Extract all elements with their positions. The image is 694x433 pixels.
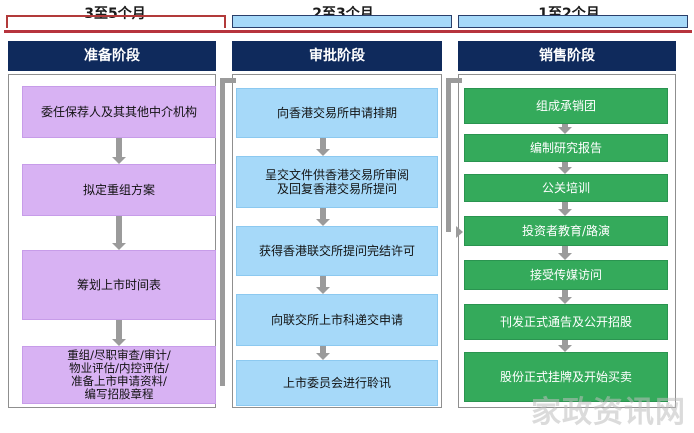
arrow-down [112, 216, 126, 250]
duration-label-prep: 3至5个月 [84, 6, 146, 22]
arrow-down [558, 124, 572, 134]
step-submit-documents: 呈交文件供香港交易所审阅 及回复香港交易所提问 [236, 156, 438, 208]
connector-review-to-sales-riser [446, 78, 451, 232]
arrow-down [558, 340, 572, 352]
step-listing-timetable: 筹划上市时间表 [22, 250, 216, 320]
connector-prep-to-review-riser [220, 78, 225, 386]
connector-review-to-sales-top [446, 78, 462, 83]
duration-bracket-sales [458, 15, 688, 28]
step-restructure-plan: 拟定重组方案 [22, 164, 216, 216]
step-appoint-sponsor: 委任保荐人及其其他中介机构 [22, 86, 216, 138]
arrow-down [316, 208, 330, 226]
duration-bracket-review [232, 15, 452, 28]
phase-header-review: 审批阶段 [232, 41, 442, 71]
phase-header-prep: 准备阶段 [8, 41, 216, 71]
duration-bracket-prep [6, 15, 226, 28]
step-public-offering: 刊发正式通告及公开招股 [464, 304, 668, 340]
step-pr-training: 公关培训 [464, 174, 668, 202]
arrow-down [112, 320, 126, 346]
arrow-down [558, 246, 572, 260]
arrow-down [112, 138, 126, 164]
arrow-down [558, 162, 572, 174]
step-obtain-clearance: 获得香港联交所提问完结许可 [236, 226, 438, 276]
arrow-down [316, 138, 330, 156]
step-apply-schedule: 向香港交易所申请排期 [236, 88, 438, 138]
phase-header-sales: 销售阶段 [458, 41, 676, 71]
step-due-diligence: 重组/尽职审查/审计/ 物业评估/内控评估/ 准备上市申请资料/ 编写招股章程 [22, 346, 216, 404]
connector-prep-to-review-top [220, 78, 236, 83]
step-research-report: 编制研究报告 [464, 134, 668, 162]
step-trading-begins: 股份正式挂牌及开始买卖 [464, 352, 668, 402]
timeline-divider [4, 30, 692, 33]
arrow-down [558, 202, 572, 216]
step-media-interview: 接受传媒访问 [464, 260, 668, 290]
step-listing-hearing: 上市委员会进行聆讯 [236, 360, 438, 406]
arrow-down [316, 276, 330, 294]
watermark-text: 家政资讯网 [531, 395, 686, 430]
arrow-down [558, 290, 572, 304]
arrow-down [316, 346, 330, 360]
step-submit-application: 向联交所上市科递交申请 [236, 294, 438, 346]
step-roadshow: 投资者教育/路演 [464, 216, 668, 246]
step-underwriting-syndicate: 组成承销团 [464, 88, 668, 124]
connector-arrowhead [456, 226, 463, 238]
